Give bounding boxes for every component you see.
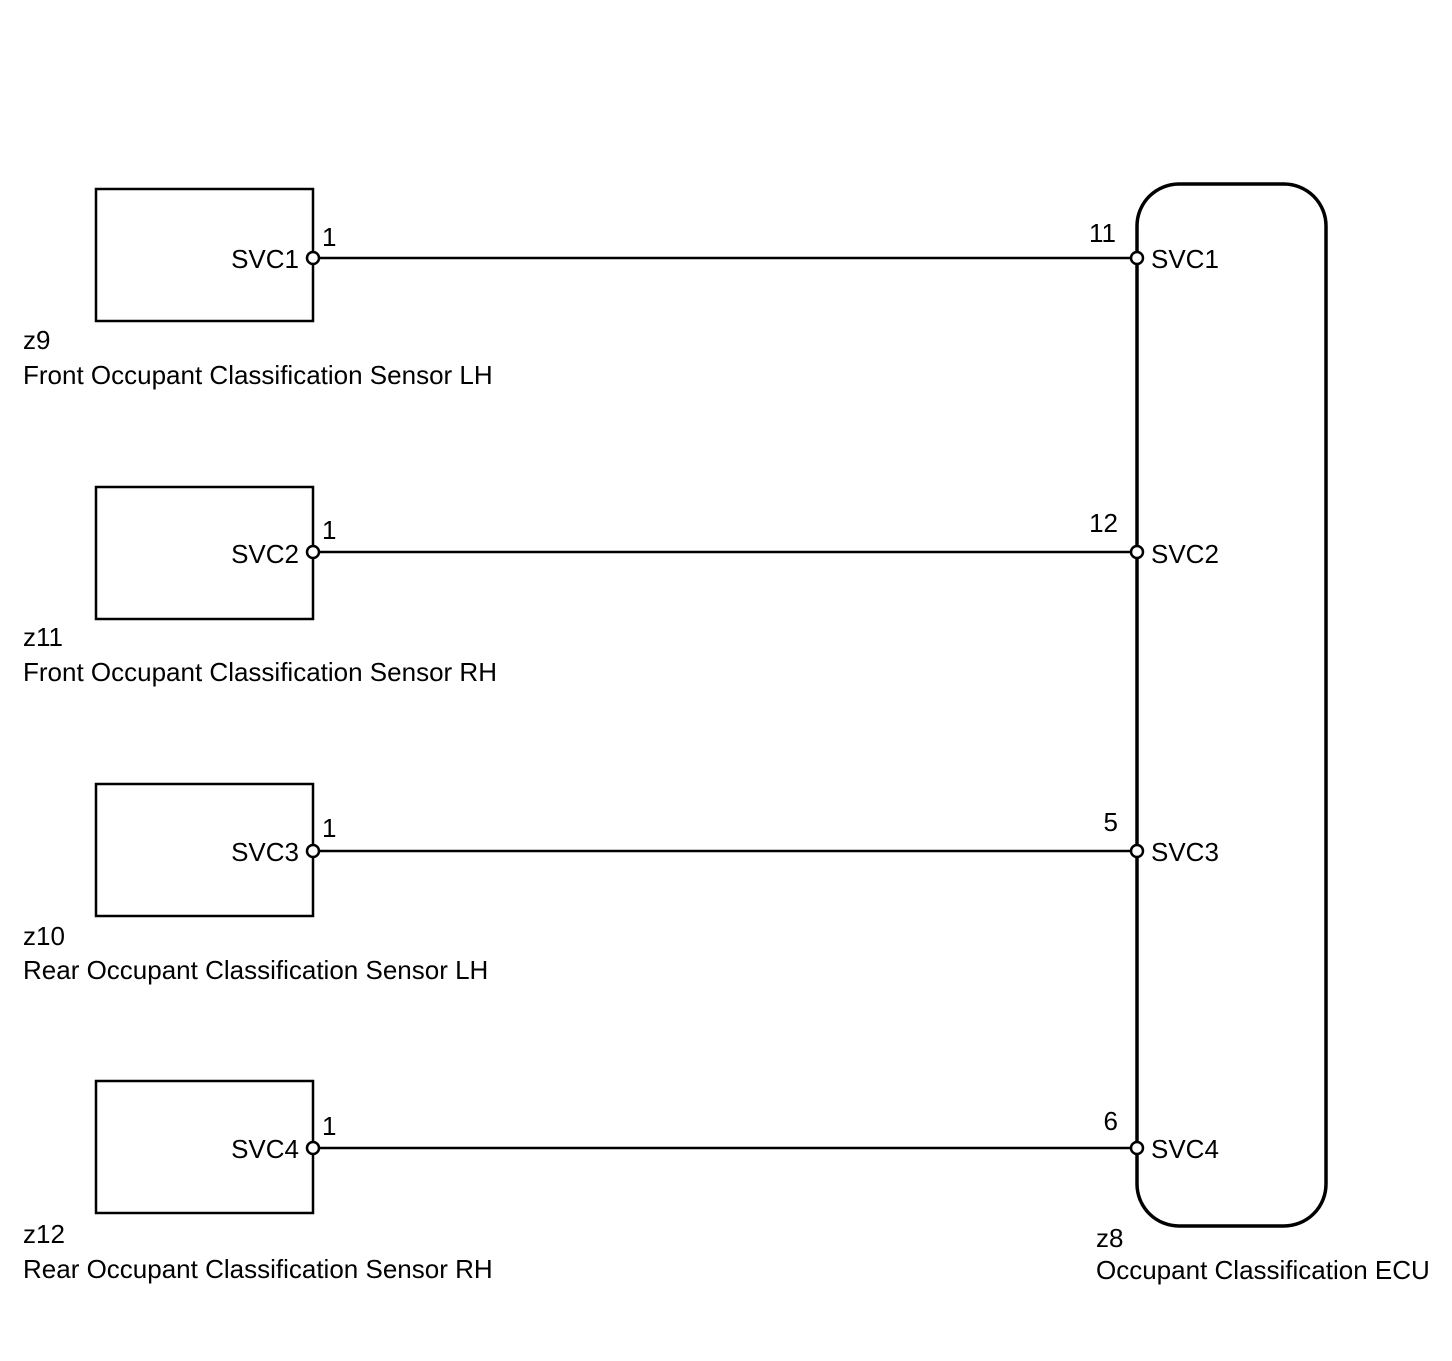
ecu-body: [1135, 182, 1328, 1228]
sensor-signal-label: SVC3: [231, 837, 299, 867]
terminal-icon: [1129, 544, 1145, 560]
ecu-pin-number: 11: [1089, 218, 1116, 248]
sensor-name: Front Occupant Classification Sensor LH: [23, 360, 493, 390]
sensor-z9: SVC1 1 z9 Front Occupant Classification …: [23, 187, 493, 390]
ecu-pin-number: 5: [1104, 807, 1118, 837]
ecu-signal-label: SVC3: [1151, 837, 1219, 867]
terminal-icon: [305, 843, 321, 859]
ecu-signal-label: SVC4: [1151, 1134, 1219, 1164]
ecu-signal-label: SVC2: [1151, 539, 1219, 569]
sensor-signal-label: SVC2: [231, 539, 299, 569]
terminal-icon: [1129, 1140, 1145, 1156]
sensor-z10: SVC3 1 z10 Rear Occupant Classification …: [23, 782, 488, 985]
sensor-signal-label: SVC1: [231, 244, 299, 274]
ecu-code: z8: [1096, 1223, 1123, 1253]
sensor-z12: SVC4 1 z12 Rear Occupant Classification …: [23, 1079, 493, 1284]
sensor-code: z10: [23, 921, 65, 951]
terminal-icon: [1129, 843, 1145, 859]
sensor-pin-number: 1: [322, 1111, 336, 1141]
terminal-icon: [305, 1140, 321, 1156]
terminal-icon: [1129, 250, 1145, 266]
ecu-name: Occupant Classification ECU: [1096, 1255, 1430, 1285]
sensor-code: z11: [23, 622, 63, 652]
sensor-name: Rear Occupant Classification Sensor LH: [23, 955, 488, 985]
sensor-signal-label: SVC4: [231, 1134, 299, 1164]
ecu-signal-label: SVC1: [1151, 244, 1219, 274]
sensor-pin-number: 1: [322, 813, 336, 843]
ecu-pin-number: 6: [1104, 1106, 1118, 1136]
sensor-z11: SVC2 1 z11 Front Occupant Classification…: [23, 485, 497, 687]
sensor-code: z9: [23, 325, 50, 355]
sensor-pin-number: 1: [322, 515, 336, 545]
sensor-pin-number: 1: [322, 222, 336, 252]
ecu-pin-number: 12: [1089, 508, 1118, 538]
terminal-icon: [305, 250, 321, 266]
terminal-icon: [305, 544, 321, 560]
sensor-code: z12: [23, 1219, 65, 1249]
sensor-name: Front Occupant Classification Sensor RH: [23, 657, 497, 687]
sensor-name: Rear Occupant Classification Sensor RH: [23, 1254, 493, 1284]
